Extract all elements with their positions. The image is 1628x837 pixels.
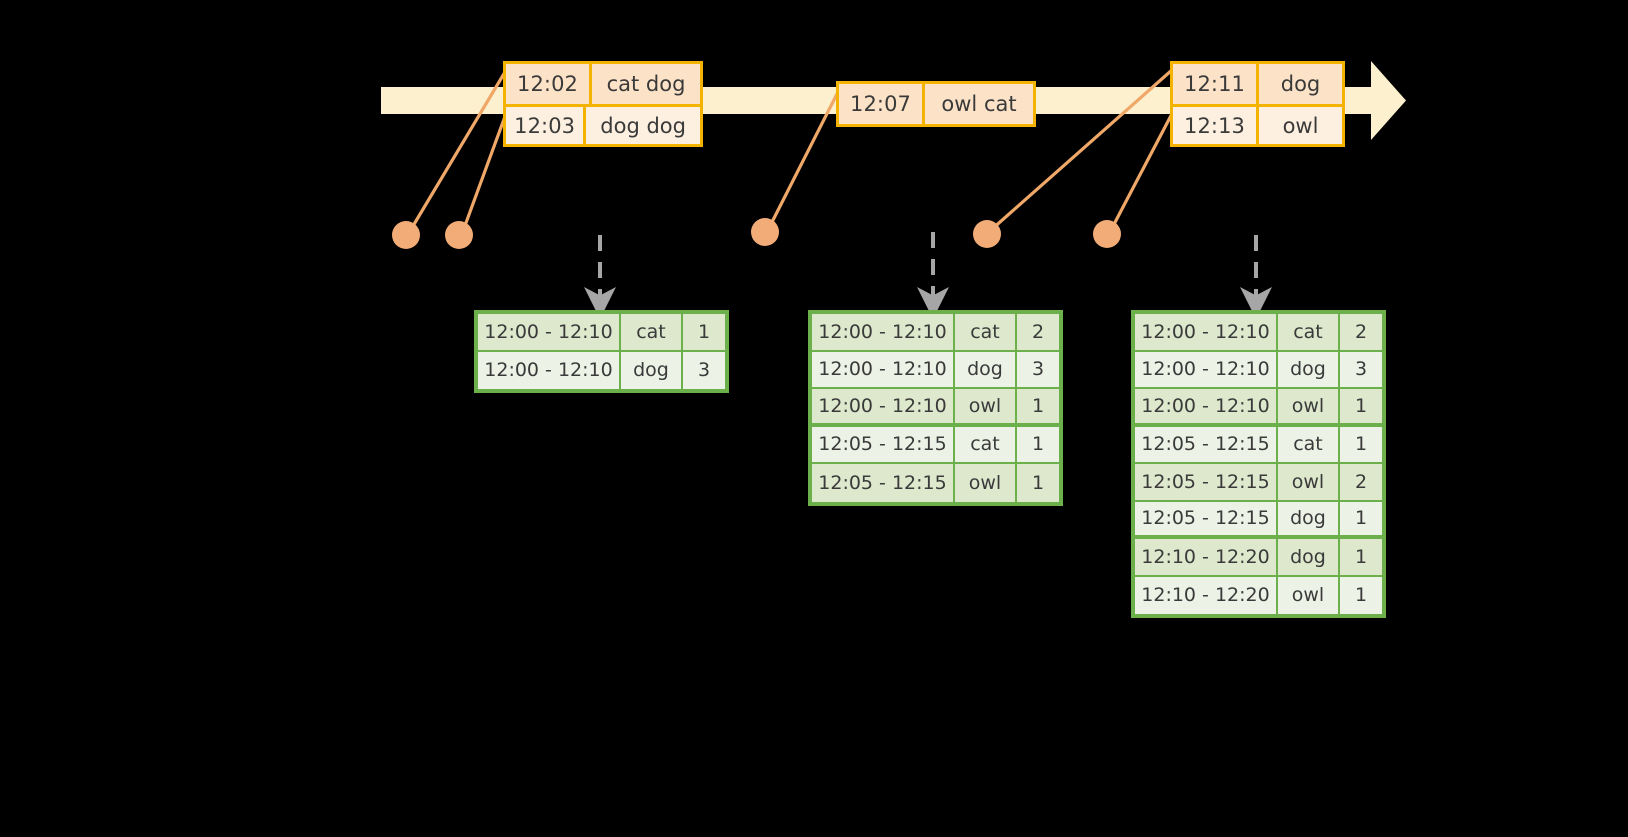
event-row[interactable]: 12:07 owl cat <box>839 84 1033 124</box>
cell-word: owl <box>1278 464 1340 500</box>
event-words: dog <box>1280 72 1321 96</box>
cell-window: 12:00 - 12:10 <box>812 351 955 387</box>
cell-count: 1 <box>1340 501 1382 535</box>
event-group-2[interactable]: 12:07 owl cat <box>836 81 1036 127</box>
cell-word: owl <box>1278 576 1340 614</box>
cell-window: 12:05 - 12:15 <box>812 464 955 502</box>
event-time: 12:07 <box>839 84 925 124</box>
cell-count: 2 <box>1017 314 1059 350</box>
event-row[interactable]: 12:03 dog dog <box>506 104 700 144</box>
event-group-3[interactable]: 12:11 dog 12:13 owl <box>1170 61 1345 147</box>
cell-count: 1 <box>1340 576 1382 614</box>
cell-word: dog <box>621 351 683 389</box>
event-time: 12:13 <box>1173 107 1259 144</box>
cell-count: 2 <box>1340 464 1382 500</box>
cell-count: 3 <box>1340 351 1382 387</box>
connector-dot-1 <box>392 221 420 249</box>
cell-word: owl <box>955 464 1017 502</box>
cell-word: dog <box>1278 351 1340 387</box>
cell-window: 12:00 - 12:10 <box>478 351 621 389</box>
cell-word: cat <box>955 314 1017 350</box>
cell-window: 12:00 - 12:10 <box>812 389 955 423</box>
cell-window: 12:05 - 12:15 <box>812 426 955 462</box>
connector-line-2 <box>461 110 509 232</box>
cell-window: 12:05 - 12:15 <box>1135 464 1278 500</box>
connector-dots <box>392 218 1121 249</box>
event-time: 12:11 <box>1173 64 1259 104</box>
cell-word: cat <box>1278 314 1340 350</box>
event-time: 12:03 <box>506 107 587 144</box>
cell-count: 3 <box>683 351 725 389</box>
event-words: owl <box>1282 113 1319 138</box>
event-time: 12:02 <box>506 64 592 104</box>
cell-word: dog <box>955 351 1017 387</box>
event-words: cat dog <box>606 72 686 96</box>
cell-window: 12:10 - 12:20 <box>1135 539 1278 575</box>
cell-count: 1 <box>1017 389 1059 423</box>
cell-word: owl <box>955 389 1017 423</box>
cell-window: 12:00 - 12:10 <box>812 314 955 350</box>
event-row[interactable]: 12:11 dog <box>1173 64 1342 104</box>
cell-count: 1 <box>1340 539 1382 575</box>
cell-window: 12:00 - 12:10 <box>1135 389 1278 423</box>
cell-word: cat <box>621 314 683 350</box>
event-words: owl cat <box>941 92 1017 116</box>
cell-window: 12:00 - 12:10 <box>1135 351 1278 387</box>
cell-word: cat <box>1278 426 1340 462</box>
cell-word: cat <box>955 426 1017 462</box>
cell-word: dog <box>1278 501 1340 535</box>
cell-count: 1 <box>1340 426 1382 462</box>
connector-line-1 <box>408 71 507 232</box>
cell-word: owl <box>1278 389 1340 423</box>
cell-window: 12:05 - 12:15 <box>1135 501 1278 535</box>
connector-dot-4 <box>973 220 1001 248</box>
event-group-1[interactable]: 12:02 cat dog 12:03 dog dog <box>503 61 703 147</box>
cell-window: 12:10 - 12:20 <box>1135 576 1278 614</box>
cell-count: 1 <box>1017 426 1059 462</box>
connector-dot-5 <box>1093 220 1121 248</box>
cell-window: 12:00 - 12:10 <box>478 314 621 350</box>
connector-dot-2 <box>445 221 473 249</box>
cell-count: 1 <box>683 314 725 350</box>
cell-count: 2 <box>1340 314 1382 350</box>
cell-count: 3 <box>1017 351 1059 387</box>
event-row[interactable]: 12:02 cat dog <box>506 64 700 104</box>
event-words: dog dog <box>600 113 686 138</box>
cell-window: 12:05 - 12:15 <box>1135 426 1278 462</box>
connector-line-5 <box>1109 107 1177 231</box>
cell-window: 12:00 - 12:10 <box>1135 314 1278 350</box>
cell-count: 1 <box>1017 464 1059 502</box>
cell-count: 1 <box>1340 389 1382 423</box>
flow-arrows <box>584 232 1272 319</box>
connector-dot-3 <box>751 218 779 246</box>
event-row[interactable]: 12:13 owl <box>1173 104 1342 144</box>
cell-word: dog <box>1278 539 1340 575</box>
connector-line-3 <box>767 87 842 229</box>
